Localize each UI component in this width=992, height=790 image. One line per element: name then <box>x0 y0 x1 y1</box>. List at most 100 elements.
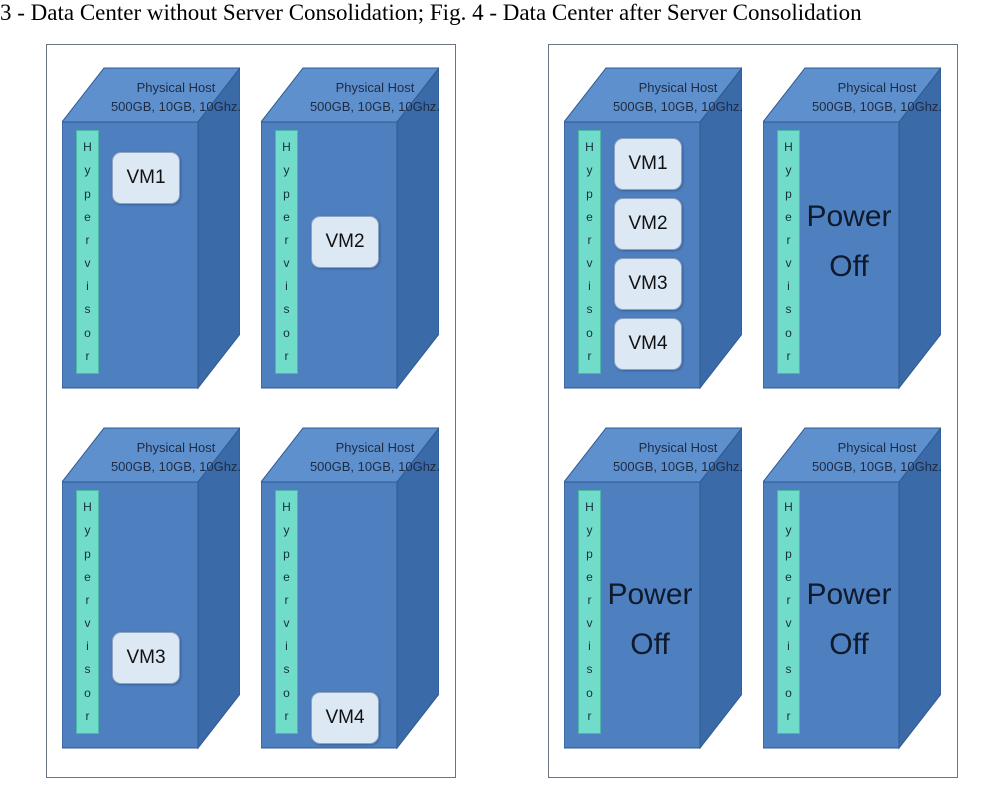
virtual-machine: VM2 <box>614 198 682 250</box>
host-label-specs: 500GB, 10GB, 10Ghz. <box>612 99 744 114</box>
hypervisor-letter: e <box>785 569 792 584</box>
hypervisor-letter: H <box>282 140 291 155</box>
hypervisor-letter: s <box>84 662 91 677</box>
hypervisor-letter: e <box>283 209 290 224</box>
hypervisor-letter: i <box>588 639 591 654</box>
host-side-face <box>396 67 439 390</box>
host-box-shape <box>62 427 240 750</box>
hypervisor-letter: s <box>785 302 792 317</box>
power-off-label: Off <box>829 250 869 283</box>
hypervisor-letter: o <box>785 325 792 340</box>
hypervisor-letter: s <box>586 302 593 317</box>
hypervisor-letter: r <box>786 592 791 607</box>
hypervisor-letter: p <box>283 546 290 561</box>
hypervisor-letter: p <box>84 186 91 201</box>
figure-caption: 3 - Data Center without Server Consolida… <box>0 0 862 25</box>
hypervisor-letter: o <box>785 685 792 700</box>
hypervisor-letter: e <box>283 569 290 584</box>
hypervisor-letter: o <box>84 325 91 340</box>
hypervisor-letter: v <box>84 616 91 631</box>
hypervisor-letter: p <box>586 186 593 201</box>
virtual-machine: VM3 <box>614 258 682 310</box>
power-off-label: Off <box>630 628 670 661</box>
hypervisor-letter: p <box>84 546 91 561</box>
hypervisor-letter: i <box>285 639 288 654</box>
hypervisor-letter: r <box>786 232 791 247</box>
host-side-face <box>396 427 439 750</box>
hypervisor-letter: v <box>84 256 91 271</box>
host-label-title: Physical Host <box>638 440 718 455</box>
hypervisor-letter: r <box>284 592 289 607</box>
hypervisor-letter: r <box>284 232 289 247</box>
hypervisor-letter: H <box>83 140 92 155</box>
hypervisor-letter: y <box>283 523 290 538</box>
hypervisor-letter: y <box>785 163 792 178</box>
hypervisor-letter: p <box>283 186 290 201</box>
hypervisor-letter: o <box>84 685 91 700</box>
hypervisor-letter: H <box>585 500 594 515</box>
host-label-specs: 500GB, 10GB, 10Ghz. <box>309 459 441 474</box>
hypervisor-letter: v <box>586 256 593 271</box>
host-label-specs: 500GB, 10GB, 10Ghz. <box>309 99 441 114</box>
hypervisor-letter: v <box>785 256 792 271</box>
hypervisor-letter: y <box>283 163 290 178</box>
host-side-face <box>898 427 941 750</box>
hypervisor-letter: e <box>84 569 91 584</box>
hypervisor-letter: y <box>84 163 91 178</box>
hypervisor-letter: r <box>284 348 289 363</box>
hypervisor-letter: H <box>282 500 291 515</box>
hypervisor-letter: H <box>784 500 793 515</box>
power-off-label: Power <box>806 578 892 611</box>
hypervisor-letter: p <box>785 186 792 201</box>
hypervisor-letter: i <box>787 279 790 294</box>
hypervisor-letter: s <box>84 302 91 317</box>
hypervisor-letter: r <box>786 708 791 723</box>
host-label-title: Physical Host <box>638 80 718 95</box>
hypervisor-letter: s <box>283 302 290 317</box>
hypervisor-letter: i <box>588 279 591 294</box>
hypervisor-letter: s <box>283 662 290 677</box>
hypervisor-letter: y <box>785 523 792 538</box>
power-off-label: Off <box>829 628 869 661</box>
hypervisor-letter: p <box>586 546 593 561</box>
hypervisor-letter: r <box>85 592 90 607</box>
hypervisor-letter: e <box>785 209 792 224</box>
virtual-machine: VM4 <box>311 692 379 744</box>
hypervisor-letter: i <box>86 639 89 654</box>
hypervisor-letter: y <box>586 163 593 178</box>
hypervisor-letter: r <box>284 708 289 723</box>
virtual-machine: VM1 <box>614 138 682 190</box>
host-side-face <box>898 67 941 390</box>
host-label-title: Physical Host <box>335 80 415 95</box>
host-label-title: Physical Host <box>837 440 917 455</box>
hypervisor-letter: r <box>587 232 592 247</box>
host-label-title: Physical Host <box>136 440 216 455</box>
host-label-specs: 500GB, 10GB, 10Ghz. <box>110 459 242 474</box>
hypervisor-letter: e <box>586 209 593 224</box>
hypervisor-letter: H <box>83 500 92 515</box>
hypervisor-letter: v <box>283 256 290 271</box>
hypervisor-letter: i <box>86 279 89 294</box>
host-label-specs: 500GB, 10GB, 10Ghz. <box>110 99 242 114</box>
virtual-machine: VM2 <box>311 216 379 268</box>
hypervisor-letter: v <box>785 616 792 631</box>
host-label-title: Physical Host <box>136 80 216 95</box>
host-label-specs: 500GB, 10GB, 10Ghz. <box>811 99 943 114</box>
hypervisor-letter: H <box>784 140 793 155</box>
hypervisor-letter: v <box>283 616 290 631</box>
host-side-face <box>197 67 240 390</box>
hypervisor-letter: r <box>85 348 90 363</box>
hypervisor-letter: r <box>587 708 592 723</box>
hypervisor-letter: o <box>283 325 290 340</box>
